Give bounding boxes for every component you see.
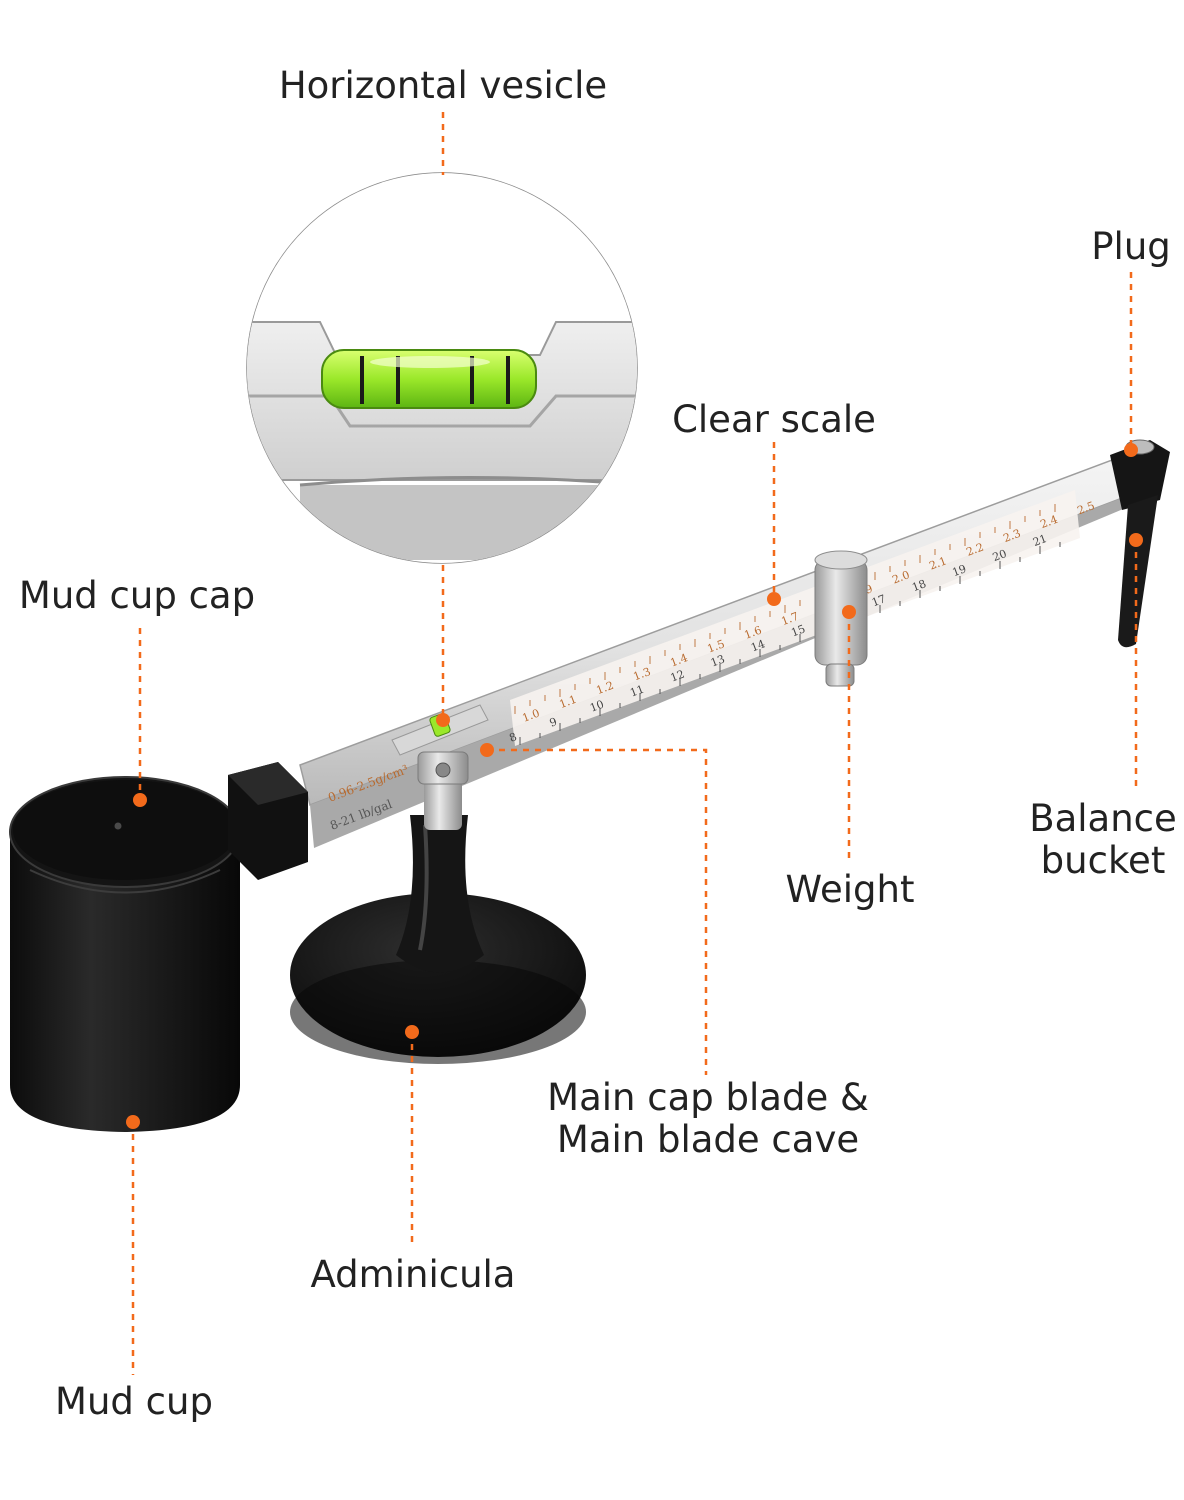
- scale-top-label-11: 2.1: [927, 554, 948, 572]
- scale-top-labels: 1.01.11.21.31.41.51.61.71.81.92.02.12.22…: [520, 499, 1096, 725]
- scale-top-label-3: 1.3: [631, 665, 652, 683]
- label-balance-bucket-line1: Balance: [1029, 797, 1177, 840]
- level-zoom-circle: [246, 172, 638, 564]
- leader-main-cap-blade: [487, 748, 708, 1075]
- scale-bottom-label-13: 21: [1031, 532, 1049, 549]
- dot-mud-cup-cap: [133, 793, 147, 807]
- scale-top-label-15: 2.5: [1075, 499, 1096, 517]
- scale-bottom-label-11: 19: [950, 562, 968, 579]
- scale-top-label-5: 1.5: [705, 637, 726, 655]
- label-mud-cup-cap: Mud cup cap: [18, 574, 256, 617]
- rider-weight: [814, 550, 868, 687]
- dot-adminicula: [405, 1025, 419, 1039]
- dot-main-cap-blade: [480, 743, 494, 757]
- label-weight: Weight: [785, 868, 915, 911]
- label-horizontal-vesicle: Horizontal vesicle: [278, 64, 608, 107]
- dot-balance-bucket: [1129, 533, 1143, 547]
- label-balance-bucket-line2: bucket: [1040, 839, 1166, 882]
- scale-top-label-10: 2.0: [890, 568, 911, 586]
- scale-bottom-label-7: 15: [789, 622, 807, 639]
- balance-beam: 0.96-2.5g/cm³ 8-21 lb/gal 1.01.11.21.31.…: [299, 455, 1128, 848]
- dot-plug: [1124, 443, 1138, 457]
- scale-top-label-6: 1.6: [742, 624, 763, 642]
- scale-bottom-label-5: 13: [709, 652, 727, 669]
- label-clear-scale: Clear scale: [672, 398, 876, 441]
- label-main-cap-blade-line2: Main blade cave: [556, 1118, 860, 1161]
- scale-bottom-label-9: 17: [870, 592, 888, 609]
- scale-top-label-14: 2.4: [1038, 513, 1059, 531]
- scale-bottom-label-3: 11: [628, 683, 646, 700]
- scale-top-label-7: 1.7: [779, 610, 800, 628]
- adminicula-stand: [290, 704, 586, 1064]
- label-plug: Plug: [1091, 225, 1171, 268]
- mud-cup: [9, 762, 308, 1132]
- dot-horizontal-vesicle: [436, 713, 450, 727]
- scale-top-label-1: 1.1: [557, 693, 578, 711]
- scale-top-label-2: 1.2: [594, 679, 615, 697]
- balance-bucket: [1110, 439, 1170, 648]
- scale-bottom-label-0: 8: [507, 730, 518, 745]
- scale-bottom-label-10: 18: [910, 577, 928, 594]
- scale-top-label-12: 2.2: [964, 541, 985, 559]
- dot-mud-cup: [126, 1115, 140, 1129]
- scale-top-label-0: 1.0: [520, 707, 541, 725]
- scale-bottom-label-2: 10: [588, 698, 606, 715]
- scale-bottom-label-1: 9: [548, 715, 559, 730]
- label-adminicula: Adminicula: [310, 1253, 516, 1296]
- scale-bottom-labels: 89101112131415161718192021: [507, 532, 1048, 745]
- leader-lines: [131, 112, 1138, 1375]
- dot-clear-scale: [767, 592, 781, 606]
- label-mud-cup: Mud cup: [55, 1380, 213, 1423]
- label-main-cap-blade-line1: Main cap blade &: [547, 1076, 869, 1119]
- scale-bottom-label-6: 14: [749, 637, 767, 654]
- scale-bottom-label-12: 20: [991, 547, 1009, 564]
- leader-dots: [126, 443, 1143, 1129]
- dot-weight: [842, 605, 856, 619]
- scale-top-label-13: 2.3: [1001, 527, 1022, 545]
- scale-top-label-4: 1.4: [668, 651, 689, 669]
- scale-bottom-label-4: 12: [669, 668, 687, 685]
